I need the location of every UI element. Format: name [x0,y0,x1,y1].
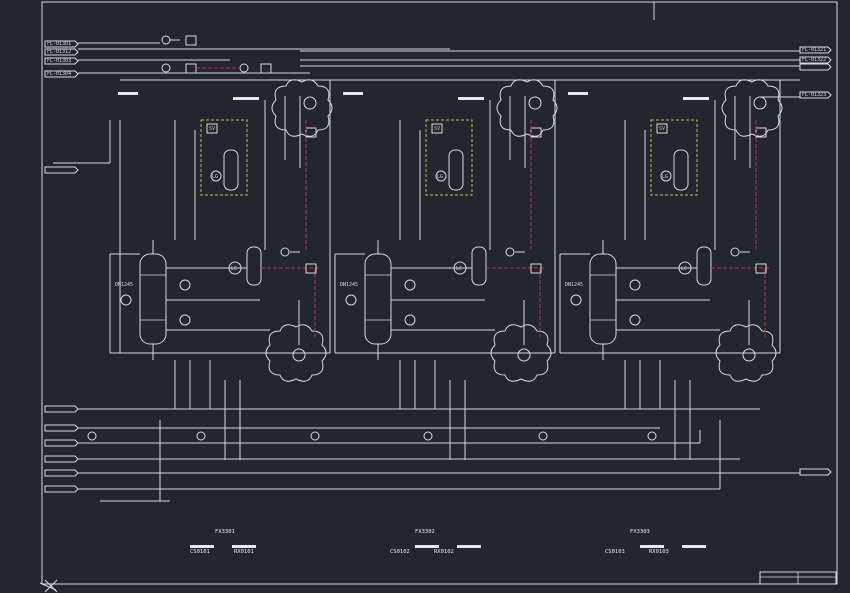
left-labels: FL-01301 FL-01312 FL-01303 FL-01304 FL-0… [47,41,826,98]
left-connectors [44,40,79,493]
footer-title-2: FX3302 [415,529,435,535]
title-block [759,571,837,585]
vessel-tag-1: DN1245 [115,282,133,288]
package-label-2: SV [434,126,440,132]
left-stream-label-3: FL-01303 [47,58,71,64]
controller-label-2: LC [456,266,462,272]
footer-right-2: RX0102 [434,549,454,555]
footer-left-3: CS0103 [605,549,625,555]
process-unit-3 [559,79,783,549]
right-stream-label-1: FL-01321 [802,47,826,53]
right-stream-label-2: FL-01322 [802,57,826,63]
left-stream-label-2: FL-01312 [47,49,71,55]
package-label-3: SV [659,126,665,132]
controller-label-3: LC [681,266,687,272]
footer-labels: FX3301 CS0101 RX0101 FX3302 CS0102 RX010… [190,529,669,555]
unit-labels: SV SV SV LG LG LG LC LC LC DN1245 DN1245… [115,126,687,288]
left-stream-label-1: FL-01301 [47,41,71,47]
footer-left-1: CS0101 [190,549,210,555]
controller-label-1: LC [231,266,237,272]
drawing-frame [41,1,838,585]
right-connectors [799,46,832,476]
process-unit-2 [334,79,558,549]
level-gauge-label-2: LG [437,174,443,180]
level-gauge-label-1: LG [212,174,218,180]
bottom-lines [78,408,800,502]
footer-title-1: FX3301 [215,529,235,535]
footer-right-1: RX0101 [234,549,254,555]
header-lines [53,35,800,353]
footer-right-3: RX0103 [649,549,669,555]
package-label-1: SV [209,126,215,132]
footer-left-2: CS0102 [390,549,410,555]
vessel-tag-2: DN1245 [340,282,358,288]
right-stream-label-3: FL-01323 [802,92,826,98]
process-unit-1 [109,79,333,548]
footer-title-3: FX3303 [630,529,650,535]
left-stream-label-4: FL-01304 [47,71,71,77]
vessel-tag-3: DN1245 [565,282,583,288]
level-gauge-label-3: LG [662,174,668,180]
